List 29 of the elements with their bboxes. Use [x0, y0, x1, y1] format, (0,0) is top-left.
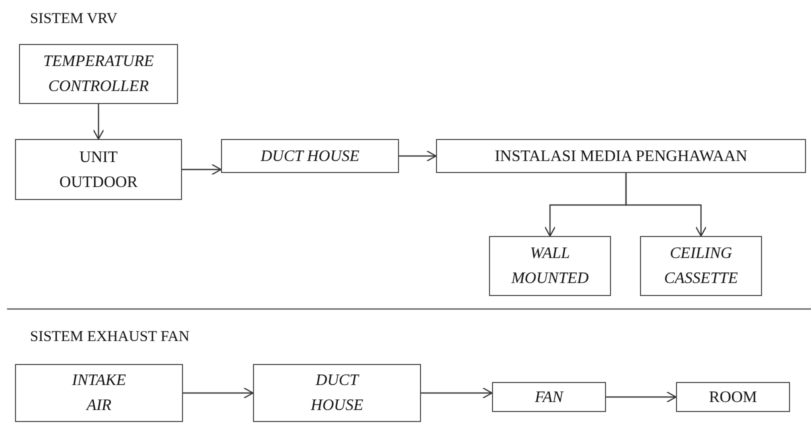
- box-label: DUCT HOUSE: [260, 146, 360, 166]
- arrow: [625, 173, 707, 237]
- process-box: [492, 382, 606, 412]
- box-label: UNIT OUTDOOR: [58, 148, 139, 192]
- arrow: [92, 104, 104, 140]
- box-label: CEILING CASSETTE: [663, 244, 739, 289]
- process-box: [221, 139, 399, 173]
- arrow: [182, 164, 222, 176]
- section-heading: SISTEM EXHAUST FAN: [30, 328, 190, 347]
- process-box: [15, 139, 182, 200]
- box-label: INTAKE AIR: [71, 371, 127, 416]
- section-heading: SISTEM VRV: [30, 10, 118, 29]
- box-label: WALL MOUNTED: [510, 244, 590, 289]
- arrow: [421, 387, 493, 399]
- process-box: [15, 364, 183, 422]
- arrow: [399, 150, 437, 162]
- arrow: [183, 387, 254, 399]
- box-label: FAN: [534, 388, 564, 408]
- box-label: DUCT HOUSE: [310, 371, 364, 416]
- process-box: [436, 139, 806, 173]
- box-label: TEMPERATURE CONTROLLER: [42, 52, 155, 97]
- process-box: [676, 382, 790, 412]
- box-label: ROOM: [708, 388, 757, 408]
- process-box: [19, 44, 178, 104]
- process-box: [253, 364, 421, 422]
- box-label: INSTALASI MEDIA PENGHAWAAN: [494, 146, 748, 166]
- process-box: [489, 236, 611, 296]
- process-box: [640, 236, 762, 296]
- arrow: [606, 391, 677, 403]
